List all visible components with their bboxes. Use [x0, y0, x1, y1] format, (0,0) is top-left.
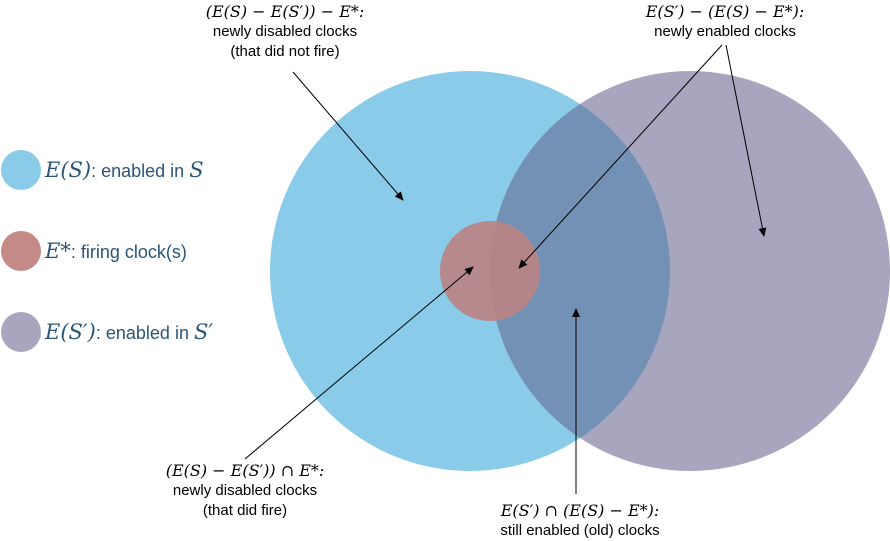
annotation-formula: E(S′) − (E(S) − E*): — [645, 2, 805, 21]
legend-label: E*: firing clock(s) — [45, 239, 187, 263]
legend-math-end: S — [189, 158, 204, 182]
legend-math: E(S) — [45, 158, 92, 182]
arrow-newly-enabled-2 — [725, 44, 767, 237]
legend-label: E(S′): enabled in S′ — [45, 320, 213, 344]
legend-item-enabled-s: E(S): enabled in S — [0, 148, 204, 192]
annotation-line: still enabled (old) clocks — [500, 522, 660, 539]
annotation-line: (that did not fire) — [230, 43, 340, 60]
annotation-line: newly disabled clocks — [172, 482, 318, 499]
legend-label: E(S): enabled in S — [45, 158, 204, 182]
legend-text: : enabled in — [95, 323, 194, 343]
annotation-line: newly disabled clocks — [212, 23, 358, 40]
legend-text: : enabled in — [91, 161, 190, 181]
annotation-disabled-not-fired: (E(S) − E(S′)) − E*: newly disabled cloc… — [175, 2, 395, 62]
legend-item-firing: E*: firing clock(s) — [0, 229, 187, 273]
legend-math-end: S′ — [193, 320, 214, 344]
annotation-formula: (E(S) − E(S′)) ∩ E*: — [165, 461, 325, 480]
legend-math: E* — [45, 239, 71, 263]
arrow-newly-enabled-1 — [518, 44, 723, 269]
legend-text: : firing clock(s) — [70, 242, 187, 262]
legend-swatch-s-prime — [1, 312, 41, 352]
annotation-still-enabled: E(S′) ∩ (E(S) − E*): still enabled (old)… — [460, 501, 700, 541]
legend-item-enabled-s-prime: E(S′): enabled in S′ — [0, 310, 213, 354]
annotation-newly-enabled: E(S′) − (E(S) − E*): newly enabled clock… — [615, 2, 835, 42]
overlap-region — [490, 71, 670, 471]
annotation-disabled-fired: (E(S) − E(S′)) ∩ E*: newly disabled cloc… — [135, 461, 355, 521]
legend-swatch-firing — [1, 231, 41, 271]
annotation-line: newly enabled clocks — [654, 23, 796, 40]
arrow-disabled-fired — [244, 266, 474, 460]
arrow-disabled-not-fired — [292, 71, 404, 201]
firing-clock-circle — [440, 221, 540, 321]
annotation-line: (that did fire) — [202, 502, 288, 519]
annotation-formula: (E(S) − E(S′)) − E*: — [205, 2, 365, 21]
legend-swatch-s — [1, 150, 41, 190]
annotation-formula: E(S′) ∩ (E(S) − E*): — [500, 501, 660, 520]
legend-math: E(S′) — [45, 320, 96, 344]
